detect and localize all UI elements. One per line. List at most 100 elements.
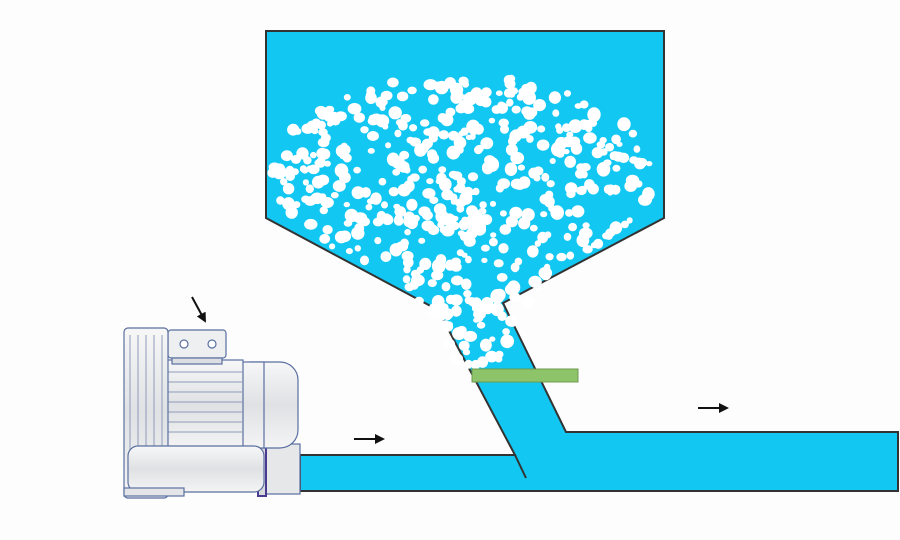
pellet bbox=[344, 208, 359, 223]
pellet bbox=[316, 107, 330, 120]
pellet bbox=[287, 123, 300, 136]
side-channel-blower bbox=[123, 327, 301, 499]
pellet bbox=[491, 105, 502, 114]
pellet bbox=[463, 330, 478, 342]
pellet bbox=[421, 138, 433, 149]
pellet bbox=[402, 275, 411, 284]
pellet bbox=[564, 155, 576, 168]
pellet bbox=[385, 142, 392, 149]
pellet bbox=[584, 179, 595, 191]
pellet bbox=[339, 171, 351, 184]
pellet bbox=[543, 263, 551, 271]
pellet bbox=[571, 205, 585, 218]
pellet bbox=[470, 87, 483, 100]
pellet bbox=[498, 243, 509, 254]
pellet bbox=[394, 129, 402, 138]
pellet bbox=[533, 99, 546, 112]
pellet bbox=[282, 183, 295, 195]
pellet bbox=[580, 163, 591, 172]
pellet bbox=[429, 196, 439, 204]
pellet bbox=[280, 178, 288, 186]
pellet bbox=[546, 180, 555, 188]
pellet bbox=[500, 124, 509, 134]
pellet bbox=[495, 90, 503, 96]
pellet bbox=[444, 77, 457, 89]
pellet bbox=[403, 211, 415, 223]
pellet bbox=[409, 124, 418, 132]
pellet bbox=[285, 165, 295, 176]
pellet bbox=[603, 159, 612, 167]
pellet bbox=[578, 119, 590, 130]
pellet bbox=[293, 201, 301, 209]
pellet bbox=[513, 179, 526, 190]
pellet bbox=[472, 219, 486, 234]
pellet bbox=[319, 233, 331, 244]
pellet bbox=[367, 131, 379, 141]
pellet bbox=[504, 162, 518, 176]
pellet bbox=[485, 350, 498, 363]
pellet bbox=[310, 151, 317, 159]
pellet bbox=[387, 77, 399, 88]
pellet bbox=[404, 228, 411, 236]
pellet bbox=[391, 156, 405, 169]
pellet bbox=[419, 257, 432, 270]
pellet bbox=[552, 109, 560, 117]
pellet bbox=[427, 279, 437, 288]
pellet bbox=[566, 251, 575, 260]
pellet bbox=[409, 173, 420, 182]
pellet bbox=[518, 217, 531, 230]
pellet bbox=[439, 177, 452, 192]
pellet bbox=[480, 137, 494, 150]
pellet bbox=[517, 164, 526, 171]
pellet bbox=[497, 311, 507, 322]
pellet bbox=[518, 87, 528, 96]
pellet bbox=[316, 147, 328, 160]
pellet bbox=[617, 117, 631, 132]
pellet bbox=[565, 137, 571, 144]
pellet bbox=[589, 119, 598, 127]
pellet bbox=[316, 174, 330, 186]
pellet bbox=[633, 145, 641, 153]
pellet bbox=[498, 118, 509, 128]
pellet bbox=[527, 245, 539, 258]
pellet bbox=[628, 129, 638, 138]
pellet bbox=[423, 79, 438, 91]
pellet bbox=[381, 201, 388, 209]
pellet bbox=[480, 338, 492, 352]
pellet bbox=[563, 232, 572, 241]
pellet bbox=[432, 303, 444, 316]
pellet bbox=[611, 134, 621, 145]
pellet bbox=[477, 303, 487, 312]
pellet bbox=[605, 142, 615, 152]
pellet bbox=[403, 265, 411, 274]
pellet bbox=[401, 250, 414, 262]
pellet bbox=[484, 155, 496, 166]
pellet bbox=[607, 184, 615, 192]
pellet bbox=[582, 245, 593, 254]
pellet bbox=[393, 215, 404, 226]
pellet bbox=[291, 154, 301, 164]
pellet bbox=[473, 317, 480, 323]
pellet bbox=[319, 193, 327, 201]
pellet bbox=[456, 177, 466, 186]
pellet bbox=[334, 230, 348, 244]
pellet bbox=[492, 296, 500, 303]
pellet bbox=[394, 206, 407, 218]
pellet bbox=[481, 87, 492, 98]
pellet bbox=[316, 120, 326, 130]
pellet bbox=[315, 157, 326, 168]
air-intake-arrow bbox=[191, 296, 206, 323]
pellet bbox=[593, 238, 604, 249]
pellet bbox=[428, 94, 439, 105]
pellet bbox=[360, 187, 371, 198]
pellet bbox=[407, 86, 417, 95]
pellet bbox=[411, 274, 425, 287]
pellet bbox=[552, 207, 561, 215]
pellet bbox=[458, 76, 469, 86]
pellet bbox=[351, 186, 365, 200]
pellet bbox=[426, 178, 434, 185]
pellet bbox=[462, 103, 475, 114]
pellet bbox=[493, 259, 504, 268]
